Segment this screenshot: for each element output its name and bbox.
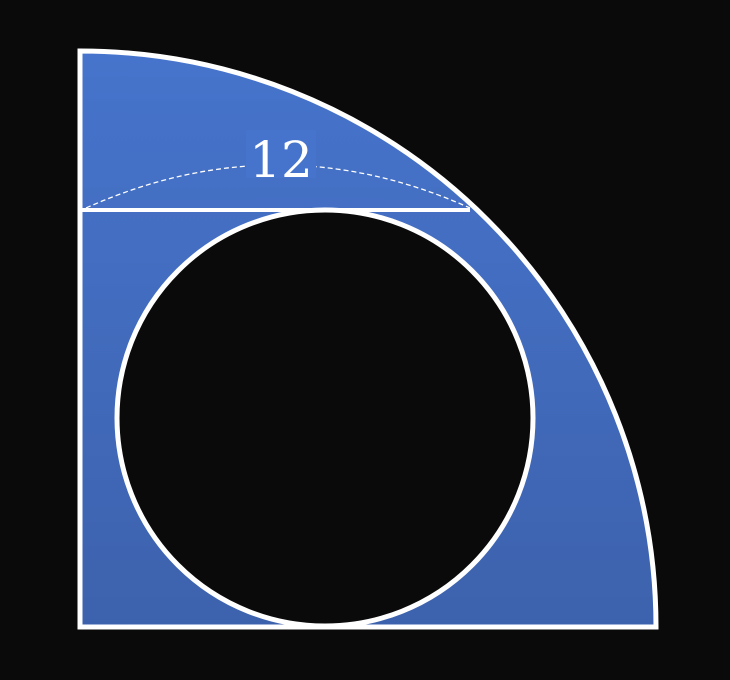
dashed-measure-arc bbox=[85, 164, 471, 209]
label-backdrop bbox=[246, 130, 316, 178]
chord-length-label: 12 bbox=[249, 131, 313, 189]
inscribed-circle bbox=[114, 207, 536, 629]
